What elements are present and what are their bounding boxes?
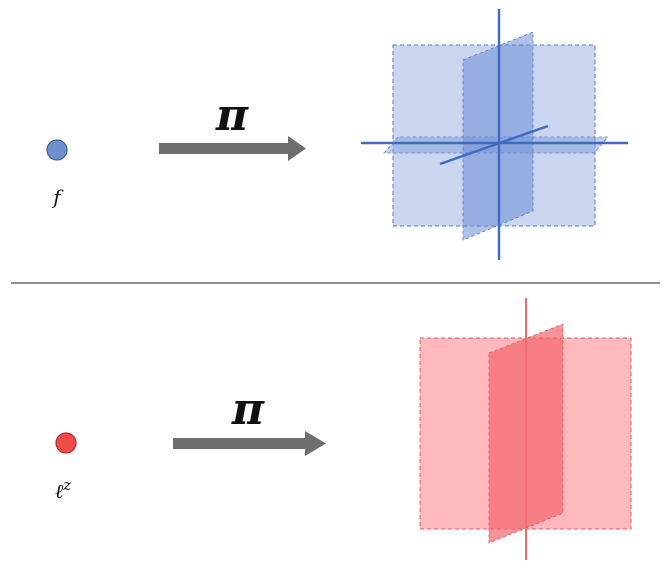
projection-arrow-bottom: [173, 431, 326, 456]
blue-input-point: [46, 139, 68, 161]
top-panel: f π: [46, 9, 628, 260]
input-label-lz: ℓz: [55, 476, 71, 503]
blue-axis-diagonal: [439, 124, 549, 166]
operator-label-pi-top: π: [215, 90, 249, 141]
input-label-lz-sup: z: [62, 476, 71, 494]
red-subspace: [419, 298, 632, 560]
blue-subspace: [361, 9, 628, 260]
projection-arrow-top: [159, 136, 306, 161]
red-input-point: [55, 432, 77, 454]
bottom-panel: ℓz π: [55, 298, 632, 560]
input-label-lz-base: ℓ: [55, 479, 64, 503]
input-label-f: f: [51, 185, 64, 209]
operator-label-pi-bottom: π: [231, 384, 265, 435]
